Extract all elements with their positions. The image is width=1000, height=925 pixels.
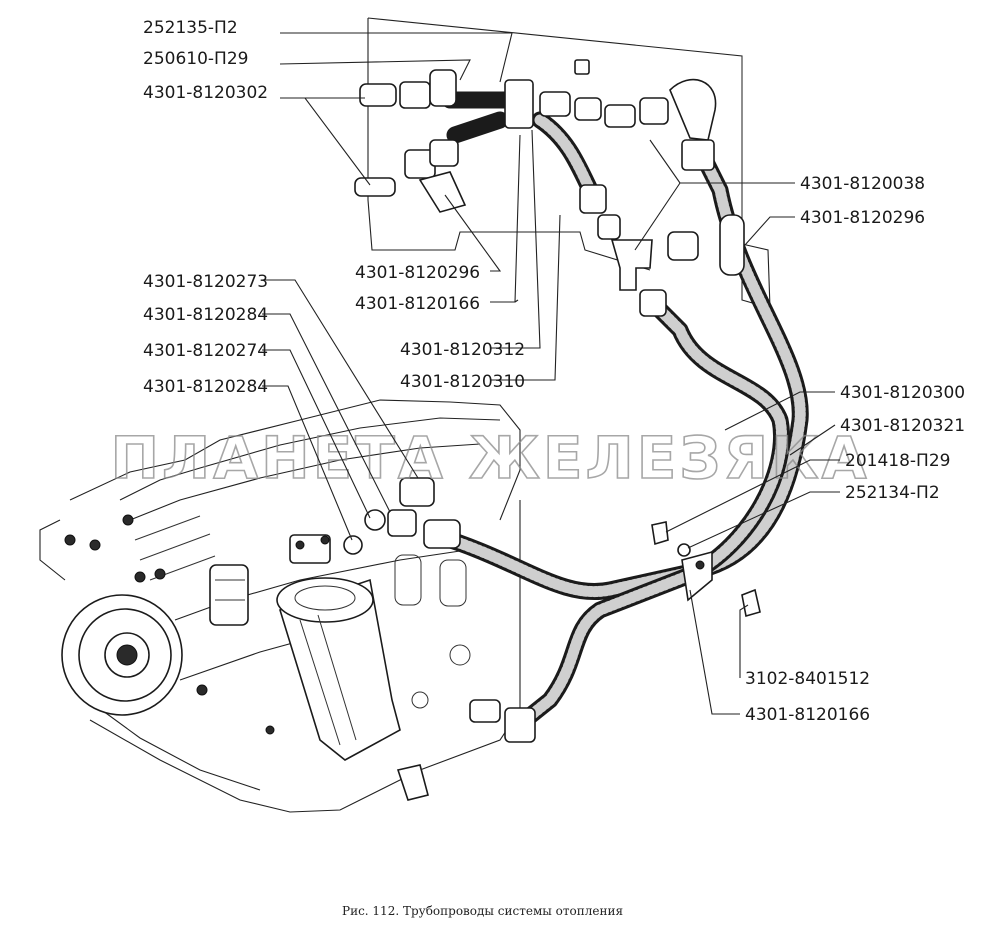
watermark: ПЛАНЕТА ЖЕЛЕЗЯКА (111, 424, 870, 492)
lower-fittings (343, 477, 761, 743)
label-4301-8120310: 4301-8120310 (400, 372, 525, 392)
heater-hoses (426, 91, 809, 729)
oil-filter (209, 534, 401, 761)
label-4301-8120302: 4301-8120302 (143, 83, 268, 103)
label-3102-8401512: 3102-8401512 (745, 669, 870, 689)
label-4301-8120296-left: 4301-8120296 (355, 263, 480, 283)
label-4301-8120296-right: 4301-8120296 (800, 208, 925, 228)
label-4301-8120321: 4301-8120321 (840, 416, 965, 436)
label-4301-8120038: 4301-8120038 (800, 174, 925, 194)
label-250610-p29: 250610-П29 (143, 49, 248, 69)
label-252134-p2: 252134-П2 (845, 483, 940, 503)
upper-fittings (354, 59, 717, 213)
tee-fitting (579, 184, 745, 317)
label-4301-8120312: 4301-8120312 (400, 340, 525, 360)
crankshaft-pulley (61, 594, 183, 716)
figure-caption: Рис. 112. Трубопроводы системы отопления (342, 904, 623, 918)
label-201418-p29: 201418-П29 (845, 451, 950, 471)
label-252135-p2: 252135-П2 (143, 18, 238, 38)
hose-clamp (681, 550, 713, 602)
label-4301-8120274: 4301-8120274 (143, 341, 268, 361)
label-4301-8120166-lower: 4301-8120166 (745, 705, 870, 725)
part-labels: 252135-П2 250610-П29 4301-8120302 4301-8… (143, 18, 965, 725)
lower-bracket (396, 764, 429, 801)
label-4301-8120273: 4301-8120273 (143, 272, 268, 292)
label-4301-8120300: 4301-8120300 (840, 383, 965, 403)
leader-lines (262, 32, 840, 715)
label-4301-8120284-upper: 4301-8120284 (143, 305, 268, 325)
label-4301-8120166-upper: 4301-8120166 (355, 294, 480, 314)
label-4301-8120284-lower: 4301-8120284 (143, 377, 268, 397)
